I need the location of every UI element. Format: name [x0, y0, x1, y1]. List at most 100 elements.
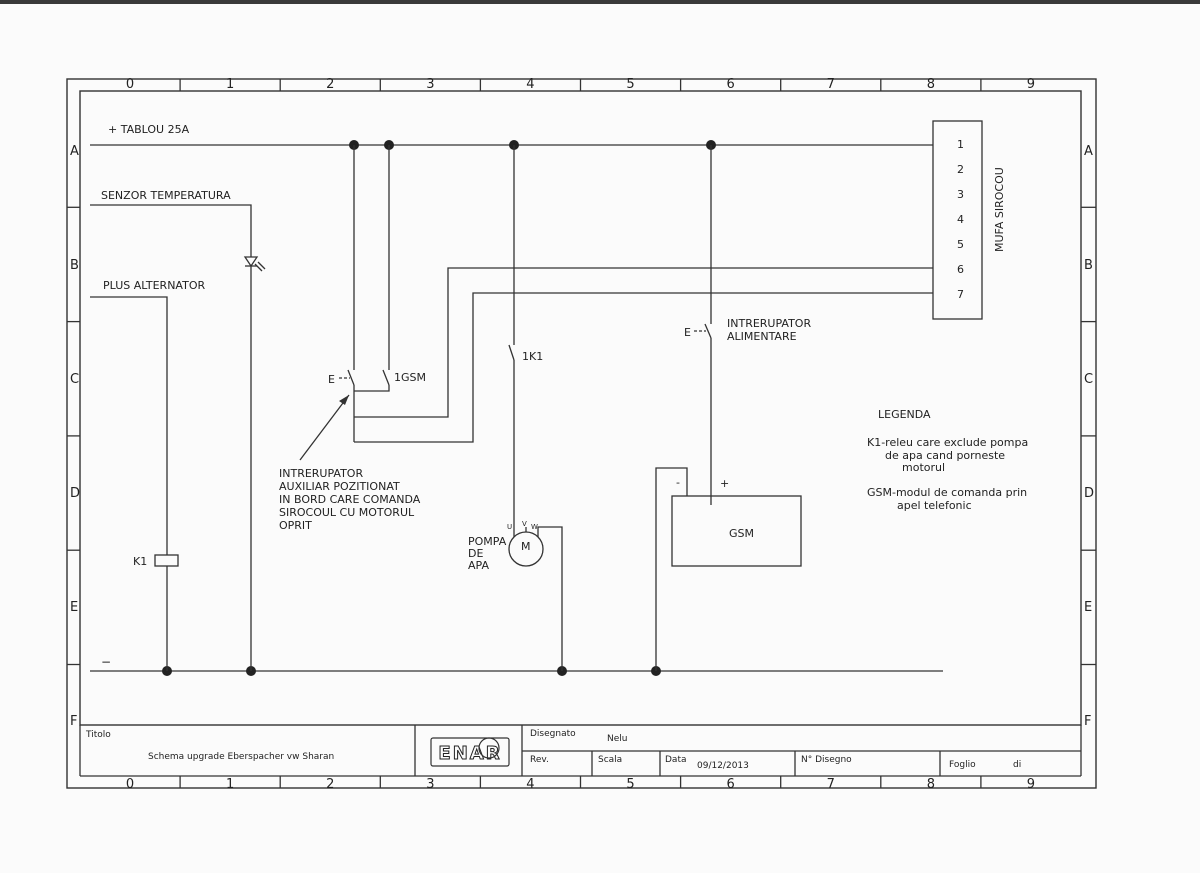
grid-column-label: 4 [526, 77, 534, 92]
grid-column-label: 3 [426, 777, 434, 792]
grid-column-label: 6 [727, 777, 735, 792]
data-value: 09/12/2013 [697, 761, 749, 771]
k1-contact-icon [508, 344, 515, 361]
n-disegno-label: N° Disegno [801, 755, 852, 765]
grid-column-label: 1 [226, 777, 234, 792]
label-minus: − [101, 655, 111, 669]
label-pump: POMPA DE APA [468, 535, 507, 572]
pin6-wire [354, 267, 933, 418]
pump-line: DE [468, 547, 483, 560]
aux-line: OPRIT [279, 519, 312, 532]
label-phase-u: U [507, 523, 512, 531]
label-gsm-minus: - [676, 476, 680, 489]
label-1gsm: 1GSM [394, 371, 426, 384]
grid-column-label: 7 [827, 777, 835, 792]
grid-column-label: 5 [626, 77, 634, 92]
temperature-sensor-diode-icon [243, 256, 266, 272]
label-k1: K1 [133, 555, 147, 568]
label-1k1: 1K1 [522, 350, 543, 363]
grid-row-label: B [1084, 258, 1093, 273]
legend-gsm-line: GSM-modul de comanda prin [867, 486, 1027, 499]
aux-line: IN BORD CARE COMANDA [279, 493, 421, 506]
grid-column-label: 0 [126, 77, 134, 92]
enar-logo: ENAR [430, 737, 510, 767]
pump-line: APA [468, 559, 489, 572]
inner-frame [79, 90, 1082, 726]
annotation-arrow [299, 394, 350, 461]
legend-k1-line: de apa cand porneste [885, 449, 1005, 462]
disegnato-value: Nelu [607, 734, 627, 744]
pin7-wire [354, 292, 933, 443]
legend-k1-line: K1-releu care exclude pompa [867, 436, 1028, 449]
grid-column-label: 3 [426, 77, 434, 92]
scan-edge [0, 0, 1200, 4]
outer-frame [66, 78, 1097, 789]
connector-pin-label: 4 [957, 213, 964, 226]
label-aux-interrupter: INTRERUPATOR AUXILIAR POZITIONAT IN BORD… [279, 467, 421, 532]
grid-row-label: A [70, 144, 79, 159]
label-supply-interrupter-1: INTRERUPATOR [727, 317, 811, 330]
label-mufa-sirocou: MUFA SIROCOU [993, 167, 1006, 252]
label-senzor-temperatura: SENZOR TEMPERATURA [101, 189, 231, 202]
disegnato-label: Disegnato [530, 729, 576, 739]
grid-column-label: 4 [526, 777, 534, 792]
label-switch-e: E [328, 373, 335, 386]
gsm-ground-wire [655, 467, 688, 671]
grid-column-label: 2 [326, 77, 334, 92]
grid-column-label: 2 [326, 777, 334, 792]
connector-pin-label: 6 [957, 263, 964, 276]
connector-pin-label: 1 [957, 138, 964, 151]
label-phase-w: W [531, 523, 538, 531]
grid-column-labels-bottom: 0 1 2 3 4 5 6 7 8 9 [126, 776, 1035, 792]
grid-column-label: 9 [1027, 777, 1035, 792]
grid-column-label: 6 [727, 77, 735, 92]
grid-column-label: 5 [626, 777, 634, 792]
aux-line: INTRERUPATOR [279, 467, 363, 480]
grid-column-label: 7 [827, 77, 835, 92]
scala-label: Scala [598, 755, 622, 765]
connector-pin-label: 5 [957, 238, 964, 251]
grid-row-label: F [70, 714, 77, 729]
arrow-head-icon [339, 395, 349, 405]
gsm-contact-out-wire [354, 385, 390, 392]
rev-label: Rev. [530, 755, 549, 765]
gsm-module-box [671, 495, 802, 567]
legend-title: LEGENDA [878, 408, 931, 421]
supply-interrupter-contact [704, 323, 712, 339]
alternator-wire [90, 296, 168, 555]
grid-row-label: C [1084, 372, 1093, 387]
label-motor: M [521, 540, 531, 553]
grid-column-label: 8 [927, 777, 935, 792]
connector-pin-label: 3 [957, 188, 964, 201]
data-label: Data [665, 755, 687, 765]
legend-k1-line: motorul [902, 461, 945, 474]
grid-row-label: E [1084, 600, 1092, 615]
label-tablou: + TABLOU 25A [108, 123, 190, 136]
aux-line: SIROCOUL CU MOTORUL [279, 506, 415, 519]
label-supply-interrupter-2: ALIMENTARE [727, 330, 797, 343]
label-gsm: GSM [729, 527, 754, 540]
grid-column-label: 0 [126, 777, 134, 792]
k1-coil-icon [154, 554, 179, 567]
grid-row-label: E [70, 600, 78, 615]
legend-gsm-line: apel telefonic [897, 499, 972, 512]
grid-row-label: D [70, 486, 80, 501]
grid-row-label: F [1084, 714, 1091, 729]
grid-row-label: C [70, 372, 79, 387]
grid-row-label: D [1084, 486, 1094, 501]
logo-text: ENAR [438, 743, 501, 764]
connector-pin-label: 7 [957, 288, 964, 301]
grid-row-label: B [70, 258, 79, 273]
title-block [79, 725, 1082, 777]
connector-mufa-sirocou [932, 120, 983, 320]
label-plus-alternator: PLUS ALTERNATOR [103, 279, 205, 292]
grid-column-label: 1 [226, 77, 234, 92]
label-phase-v: V [522, 520, 527, 528]
foglio-label: Foglio [949, 760, 976, 770]
grid-column-label: 9 [1027, 77, 1035, 92]
